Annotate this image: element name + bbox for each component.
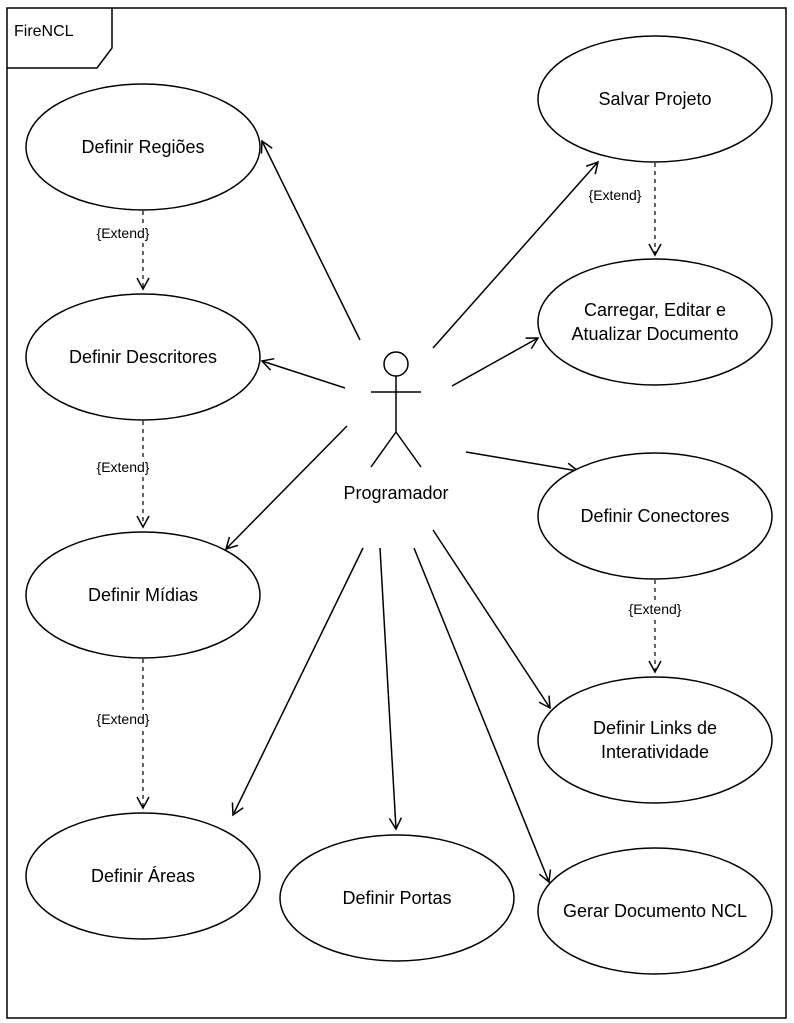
actor-programador[interactable]: Programador <box>343 351 449 503</box>
association-arrow-definir-midias <box>224 425 348 551</box>
extend-label-bg <box>86 710 160 729</box>
extend-label: {Extend} <box>97 459 150 475</box>
use-case-ellipse <box>537 258 773 386</box>
use-case-ellipse <box>25 293 261 421</box>
use-case-label: Salvar Projeto <box>598 89 711 109</box>
association-arrow-definir-areas <box>231 547 364 817</box>
frame-label: FireNCL <box>14 23 74 40</box>
use-case-label: Gerar Documento NCL <box>563 901 747 921</box>
association-arrow-salvar-projeto <box>432 160 600 349</box>
association-arrow-definir-descritores <box>260 357 346 389</box>
use-case-ellipse <box>537 35 773 163</box>
use-case-ellipse <box>25 812 261 940</box>
use-case-definir-descritores[interactable]: Definir Descritores <box>25 293 261 421</box>
extend-label-bg <box>86 224 160 243</box>
use-case-definir-links[interactable]: Definir Links de Interatividade <box>537 676 773 804</box>
use-case-definir-regioes[interactable]: Definir Regiões <box>25 83 261 211</box>
use-case-label: Definir Descritores <box>69 347 217 367</box>
use-case-label: Definir Regiões <box>81 137 204 157</box>
use-case-ellipse <box>25 83 261 211</box>
use-case-label: Carregar, Editar e <box>584 300 726 320</box>
use-case-carregar-editar[interactable]: Carregar, Editar e Atualizar Documento <box>537 258 773 386</box>
association-arrow-definir-regioes <box>260 139 361 341</box>
use-case-ellipse <box>537 847 773 975</box>
use-case-label: Definir Áreas <box>91 866 195 886</box>
use-case-ellipse <box>537 452 773 580</box>
use-case-definir-areas[interactable]: Definir Áreas <box>25 812 261 940</box>
use-case-label: Atualizar Documento <box>571 324 738 344</box>
association-arrow-carregar-editar <box>451 337 540 387</box>
use-case-ellipse <box>25 531 261 659</box>
use-case-salvar-projeto[interactable]: Salvar Projeto <box>537 35 773 163</box>
stick-figure-actor-icon <box>370 351 422 468</box>
extend-label: {Extend} <box>589 187 642 203</box>
association-arrow-definir-links <box>432 529 551 710</box>
extend-label-bg <box>86 458 160 477</box>
use-case-gerar-documento-ncl[interactable]: Gerar Documento NCL <box>537 847 773 975</box>
use-case-definir-conectores[interactable]: Definir Conectores <box>537 452 773 580</box>
use-case-label: Definir Conectores <box>580 506 729 526</box>
system-frame: FireNCL <box>6 7 787 1019</box>
actor-label: Programador <box>343 483 448 503</box>
extend-label-bg <box>618 600 692 619</box>
use-case-label: Definir Links de <box>593 718 717 738</box>
use-case-label: Definir Mídias <box>88 585 198 605</box>
association-arrow-definir-portas <box>379 547 403 831</box>
extend-label: {Extend} <box>97 225 150 241</box>
extend-label: {Extend} <box>629 601 682 617</box>
extend-label-bg <box>578 186 652 205</box>
use-case-label: Interatividade <box>601 742 709 762</box>
use-case-ellipse <box>279 834 515 962</box>
use-case-label: Definir Portas <box>342 888 451 908</box>
association-arrow-gerar-documento-ncl <box>413 547 552 884</box>
extend-label: {Extend} <box>97 711 150 727</box>
use-case-definir-portas[interactable]: Definir Portas <box>279 834 515 962</box>
use-case-definir-midias[interactable]: Definir Mídias <box>25 531 261 659</box>
use-case-ellipse <box>537 676 773 804</box>
association-arrow-definir-conectores <box>465 451 580 476</box>
